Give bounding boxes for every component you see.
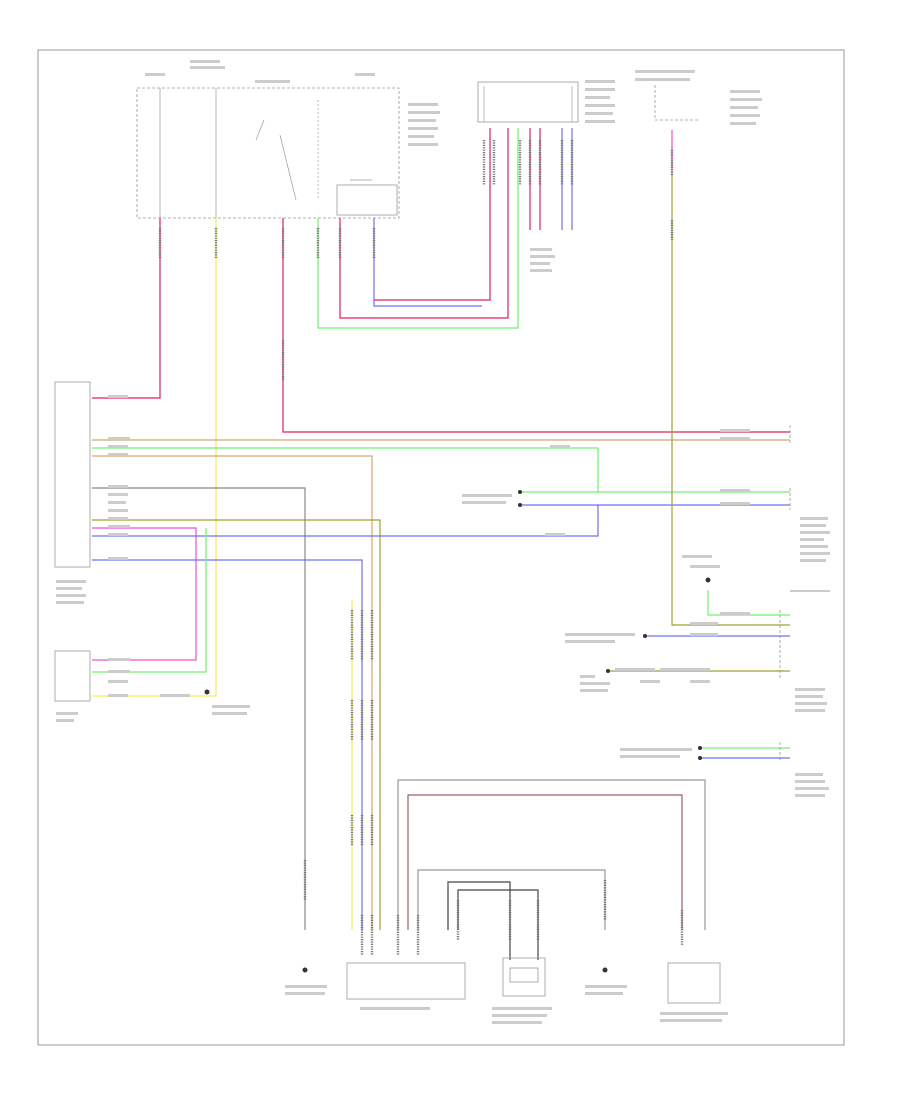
tcm-module [54, 381, 91, 604]
wire-green-right-1 [707, 590, 790, 616]
wire-green-2 [92, 528, 207, 673]
sensor-connector-2 [779, 610, 827, 712]
ignition-module [54, 650, 91, 722]
can-junction-1 [462, 490, 522, 507]
gateway-module [477, 81, 579, 123]
wire-red-main [92, 218, 161, 399]
wire-green-loop [317, 128, 519, 329]
connector-marks [158, 140, 684, 955]
gateway-label-marks [585, 70, 762, 125]
mode-selector-module [346, 962, 466, 1010]
wire-tan-2 [92, 455, 373, 930]
fuse-box [136, 87, 400, 219]
fuse-label-marks [145, 60, 440, 146]
steering-switch-module [660, 962, 728, 1022]
wire-violet-2 [92, 559, 363, 930]
tcm-pin-labels [108, 248, 750, 697]
wire-pink-top [282, 218, 790, 433]
junction-olive [606, 669, 610, 673]
wire-red-loop [374, 128, 491, 301]
wire-yellow-1 [92, 218, 217, 697]
can-junction-3 [620, 746, 702, 760]
wire-dark-lower [447, 881, 511, 960]
sensor-connector-1 [789, 425, 830, 592]
wire-violet-1 [92, 504, 790, 537]
wire-gray-lower [397, 779, 706, 930]
wire-green-1 [92, 447, 790, 493]
wire-violet-loop [373, 218, 482, 307]
wire-brown-lower [407, 794, 683, 930]
ground-symbol-1 [285, 967, 327, 995]
ground-symbol-3 [690, 565, 720, 583]
can-junction-2 [565, 633, 647, 643]
wire-pink-2 [92, 527, 197, 661]
wire-olive-1 [92, 519, 381, 930]
wire-dark-1 [92, 487, 306, 930]
ground-symbol-2 [585, 967, 627, 995]
wire-dark-lower-2 [457, 889, 539, 960]
sensor-connector-3 [779, 742, 829, 797]
wire-gray-lower-2 [417, 869, 606, 930]
wire-pink-loop [339, 128, 509, 319]
ground-symbol-4 [204, 689, 250, 715]
diagram-frame [37, 49, 845, 1046]
wire-olive-right [671, 145, 790, 626]
solenoid-module [492, 957, 552, 1024]
